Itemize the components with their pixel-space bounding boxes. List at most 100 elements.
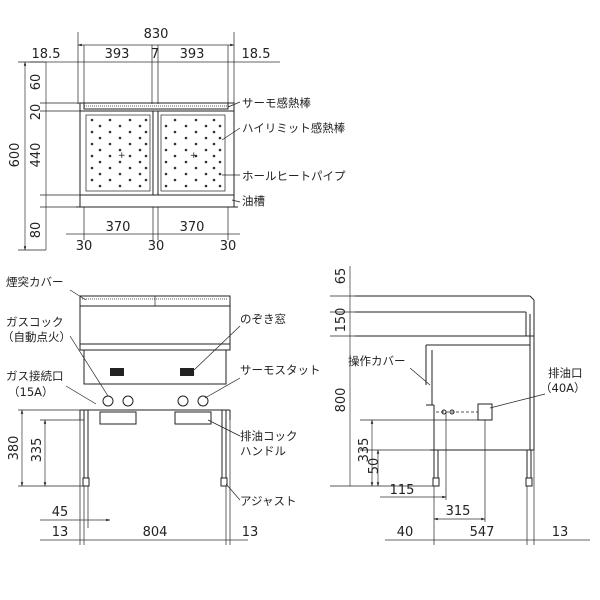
dim-side-h65: 65 <box>334 268 349 285</box>
dim-overall-width: 830 <box>144 27 169 42</box>
dim-top-w4: 18.5 <box>242 47 271 62</box>
heat-pipe-dot <box>184 160 188 164</box>
heat-pipe-dot <box>128 166 132 170</box>
heat-pipe-dot <box>184 148 188 152</box>
heat-pipe-dot <box>128 130 132 134</box>
heat-pipe-dot <box>128 118 132 122</box>
dim-front-h380: 380 <box>7 436 22 461</box>
heat-pipe-dot <box>118 136 122 140</box>
dim-top-b4: 30 <box>220 239 237 254</box>
heat-pipe-dot <box>194 130 198 134</box>
dim-top-h2: 440 <box>29 143 44 168</box>
heat-pipe-dot <box>98 148 102 152</box>
heat-pipe-dot <box>118 148 122 152</box>
heat-pipe-dot <box>90 118 94 122</box>
dim-front-h335: 335 <box>30 438 45 463</box>
heat-pipe-dot <box>108 166 112 170</box>
callout-chimney-cover: 煙突カバー <box>6 275 64 289</box>
dim-top-b2: 30 <box>148 239 165 254</box>
heat-pipe-dot <box>144 178 148 182</box>
callout-auto-ignition: （自動点火） <box>2 330 71 344</box>
heat-pipe-dot <box>194 142 198 146</box>
callout-drain-port: 排油口 <box>548 366 583 380</box>
heat-pipe-dot <box>118 124 122 128</box>
sensor-mark-right: + <box>190 151 198 161</box>
heat-pipe-dot <box>98 124 102 128</box>
callout-control-cover: 操作カバー <box>348 354 406 368</box>
heat-pipe-dot <box>218 148 222 152</box>
heat-pipe-dot <box>138 124 142 128</box>
heat-pipe-dot <box>138 172 142 176</box>
callout-gas-inlet: ガス接続口 <box>6 369 64 383</box>
heat-pipe-dot <box>108 118 112 122</box>
dim-side-315: 315 <box>446 504 471 519</box>
dim-side-h150: 150 <box>334 308 349 333</box>
heat-pipe-dot <box>184 184 188 188</box>
heat-pipe-dot <box>173 142 177 146</box>
dim-front-b13r: 13 <box>242 525 259 540</box>
heat-pipe-dot <box>212 142 216 146</box>
side-view: 65 150 800 335 50 操作カバー 排油口 （40A） 115 31… <box>330 266 590 545</box>
heat-pipe-dot <box>184 172 188 176</box>
heat-pipe-dot <box>212 166 216 170</box>
callout-drain-port-size: （40A） <box>540 381 586 395</box>
callout-peep-window: のぞき窓 <box>240 312 286 326</box>
heat-pipe-dot <box>204 148 208 152</box>
heat-pipe-dot <box>108 154 112 158</box>
heat-pipe-dot <box>90 178 94 182</box>
heat-pipe-dot <box>118 184 122 188</box>
heat-pipe-dot <box>144 142 148 146</box>
callout-high-limit-sensor: ハイリミット感熱棒 <box>242 121 346 135</box>
heat-pipe-dot <box>204 172 208 176</box>
heat-pipe-dot <box>98 136 102 140</box>
dim-side-13: 13 <box>552 525 569 540</box>
dim-side-547: 547 <box>470 525 495 540</box>
heat-pipe-dot <box>173 154 177 158</box>
heat-pipe-dot <box>204 184 208 188</box>
dim-top-w1: 393 <box>105 47 130 62</box>
heat-pipe-dot <box>90 130 94 134</box>
heat-pipe-dot <box>90 142 94 146</box>
heat-pipe-dot <box>108 142 112 146</box>
callout-thermostat: サーモスタット <box>240 363 321 377</box>
heat-pipe-dot <box>212 178 216 182</box>
heat-pipe-dot <box>144 130 148 134</box>
heat-pipe-dot <box>173 130 177 134</box>
dim-top-b0: 30 <box>76 239 93 254</box>
heat-pipe-dot <box>194 118 198 122</box>
dim-front-b45: 45 <box>52 505 69 520</box>
dim-front-b804: 804 <box>143 525 168 540</box>
heat-pipe-dot <box>194 178 198 182</box>
top-view: 830 18.5 393 7 393 18.5 + + <box>8 27 346 254</box>
heat-pipe-dot <box>218 184 222 188</box>
heat-pipe-dot <box>98 172 102 176</box>
heat-pipe-dot <box>204 160 208 164</box>
heat-pipe-dot <box>118 160 122 164</box>
dim-top-w3: 393 <box>180 47 205 62</box>
dim-side-115: 115 <box>390 483 415 498</box>
dim-top-w0: 18.5 <box>32 47 61 62</box>
heat-pipe-dot <box>138 160 142 164</box>
heat-pipe-dot <box>144 118 148 122</box>
heat-pipe-dot <box>184 124 188 128</box>
dim-front-b13l: 13 <box>52 525 69 540</box>
heat-pipe-dot <box>164 124 168 128</box>
heat-pipe-dot <box>128 142 132 146</box>
heat-pipe-dot <box>108 130 112 134</box>
heat-pipe-dot <box>138 136 142 140</box>
heat-pipe-dot <box>144 166 148 170</box>
callout-whole-heat-pipe: ホールヒートパイプ <box>242 169 346 183</box>
heat-pipe-dot <box>138 184 142 188</box>
heat-pipe-dot <box>218 160 222 164</box>
heat-pipe-dot <box>218 136 222 140</box>
callout-drain-cock: 排油コック <box>240 429 298 443</box>
heat-pipe-dot <box>164 184 168 188</box>
dim-top-b3: 370 <box>180 220 205 235</box>
dim-top-h0: 60 <box>29 74 44 91</box>
heat-pipe-dot <box>218 172 222 176</box>
heat-pipe-dot <box>98 184 102 188</box>
callout-thermo-sensor: サーモ感熱棒 <box>242 96 311 110</box>
dim-top-total-height: 600 <box>8 143 23 168</box>
heat-pipe-dot <box>218 124 222 128</box>
